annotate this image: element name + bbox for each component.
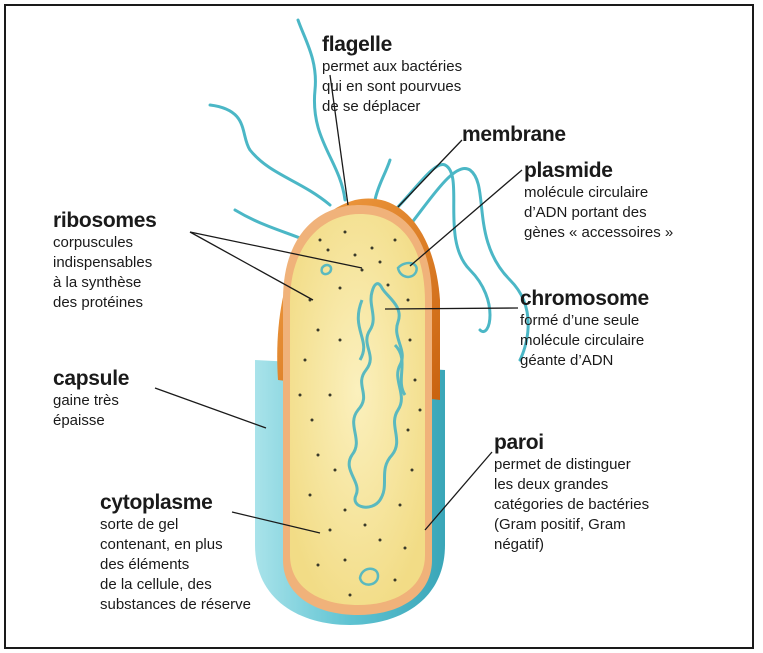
label-capsule-title: capsule (53, 366, 129, 391)
label-plasmide-title: plasmide (524, 158, 673, 183)
label-chromosome-desc: formé d’une seule molécule circulaire gé… (520, 311, 649, 371)
label-ribosomes: ribosomes corpuscules indispensables à l… (53, 208, 157, 313)
label-cytoplasme: cytoplasme sorte de gel contenant, en pl… (100, 490, 251, 615)
flagellum-6 (375, 160, 390, 200)
label-flagelle: flagelle permet aux bactéries qui en son… (322, 32, 462, 117)
label-paroi-desc: permet de distinguer les deux grandes ca… (494, 455, 649, 555)
label-plasmide-desc: molécule circulaire d’ADN portant des gè… (524, 183, 673, 243)
leader-plasmide (410, 170, 522, 266)
label-paroi-title: paroi (494, 430, 649, 455)
label-cytoplasme-title: cytoplasme (100, 490, 251, 515)
label-membrane-title: membrane (462, 122, 566, 147)
label-ribosomes-title: ribosomes (53, 208, 157, 233)
flagellum-2 (210, 105, 330, 205)
label-membrane: membrane (462, 122, 566, 147)
label-paroi: paroi permet de distinguer les deux gran… (494, 430, 649, 555)
label-cytoplasme-desc: sorte de gel contenant, en plus des élém… (100, 515, 251, 615)
flagellum-3 (235, 210, 305, 240)
label-flagelle-title: flagelle (322, 32, 462, 57)
label-chromosome-title: chromosome (520, 286, 649, 311)
label-chromosome: chromosome formé d’une seule molécule ci… (520, 286, 649, 371)
label-capsule: capsule gaine très épaisse (53, 366, 129, 431)
label-capsule-desc: gaine très épaisse (53, 391, 129, 431)
leader-capsule (155, 388, 266, 428)
label-flagelle-desc: permet aux bactéries qui en sont pourvue… (322, 57, 462, 117)
label-plasmide: plasmide molécule circulaire d’ADN porta… (524, 158, 673, 243)
label-ribosomes-desc: corpuscules indispensables à la synthèse… (53, 233, 157, 313)
